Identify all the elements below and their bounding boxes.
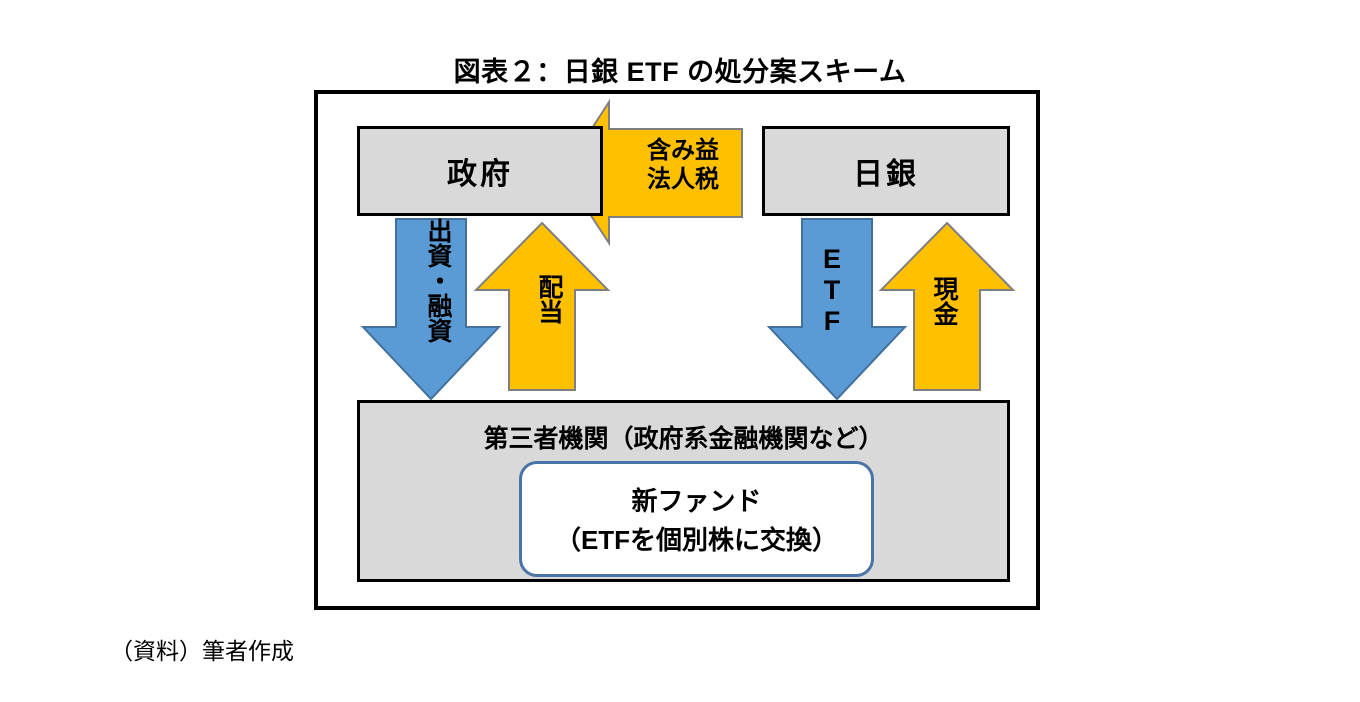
node-third-party: 第三者機関（政府系金融機関など） 新ファンド （ETFを個別株に交換）: [357, 400, 1010, 582]
arrow-label-cash: 現金: [930, 276, 958, 326]
page-title: 図表２：日銀 ETF の処分案スキーム: [453, 57, 907, 87]
node-government: 政府: [357, 126, 603, 216]
node-new-fund-subtitle: （ETFを個別株に交換）: [554, 525, 839, 555]
arrow-label-dividend: 配当: [535, 274, 563, 324]
node-new-fund: 新ファンド （ETFを個別株に交換）: [519, 461, 874, 577]
node-boj-label: 日銀: [853, 158, 919, 191]
arrow-label-funding: 出資・融資: [424, 218, 452, 343]
source-note: （資料）筆者作成: [110, 638, 294, 664]
arrow-label-tax: 含み益 法人税: [647, 137, 719, 194]
node-third-party-label: 第三者機関（政府系金融機関など）: [483, 425, 884, 453]
node-boj: 日銀: [762, 126, 1010, 216]
node-government-label: 政府: [447, 158, 513, 191]
node-new-fund-title: 新ファンド: [631, 486, 762, 516]
arrow-label-etf: ETF: [817, 244, 847, 337]
